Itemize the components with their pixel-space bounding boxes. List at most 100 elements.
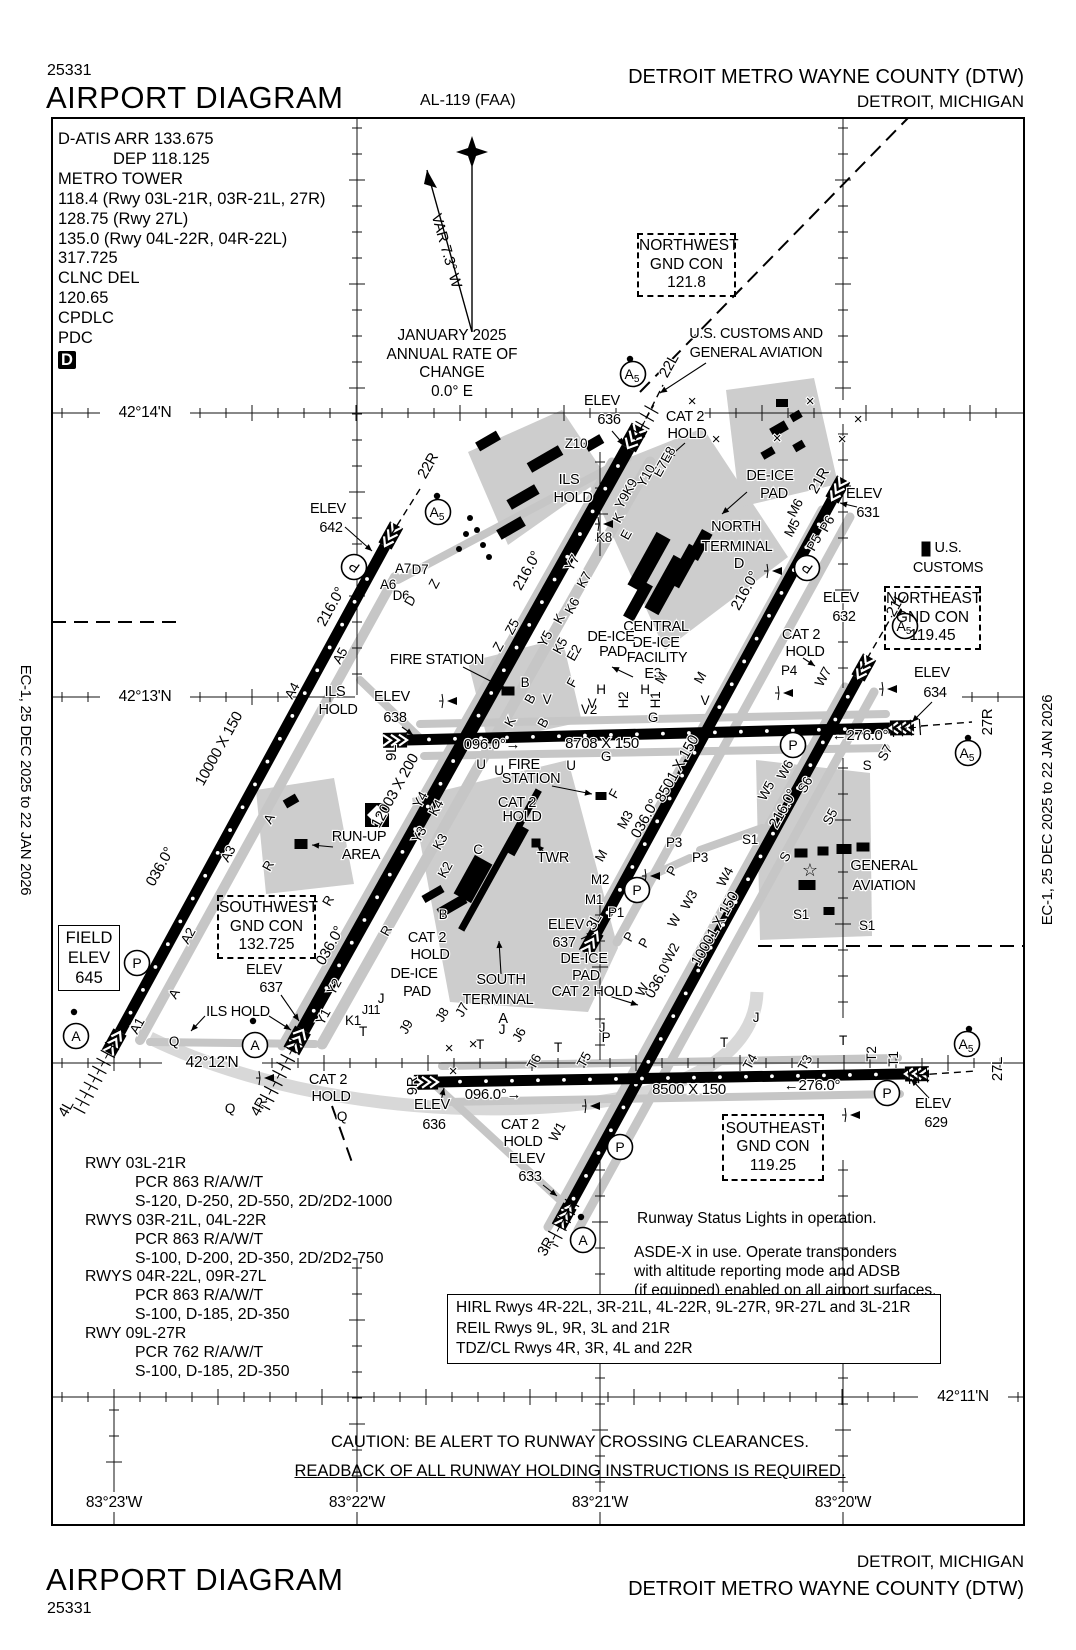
map-label--: ×: [806, 393, 814, 410]
chevron: [390, 733, 401, 747]
map-label-27R: 27R: [979, 708, 996, 735]
map-label-DE-ICE: DE-ICE: [746, 468, 794, 484]
approach-light-bar: [543, 1238, 559, 1248]
map-label-8708-X-150: 8708 X 150: [565, 735, 639, 752]
taxiway: [543, 682, 850, 1232]
symbol-circle: [619, 360, 647, 388]
map-frame: [51, 117, 1025, 1526]
runway-data-line: PCR 762 R/A/W/T: [135, 1344, 264, 1362]
chevron: [398, 733, 409, 747]
approach-light-bar: [916, 1067, 920, 1084]
building: [921, 541, 931, 557]
runway-centerline-dot: [609, 733, 613, 737]
runway-centerline-dot: [165, 942, 170, 947]
runway-centerline-dot: [667, 796, 672, 801]
northeast-gnd-con-box: NORTHEAST GND CON 119.45: [884, 586, 981, 650]
map-label-27L: 27L: [989, 1057, 1006, 1081]
map-label-J: J: [599, 1020, 605, 1035]
approach-light-bar: [75, 1097, 90, 1106]
map-label-3R: 3R: [534, 1234, 558, 1259]
runway-centerline-dot: [588, 1077, 592, 1082]
approach-light-bar: [87, 1073, 103, 1083]
symbol-circle: [793, 554, 821, 582]
approach-light-bar: [630, 428, 646, 438]
runway-centerline-dot: [833, 717, 838, 722]
approach-light-bar: [100, 1049, 116, 1059]
taxiway: [696, 824, 766, 854]
runway-centerline-dot: [324, 986, 329, 990]
gnd-con-area: SOUTHWEST: [219, 899, 319, 917]
field-elevation-box: FIELD ELEV 645: [58, 925, 120, 991]
holding-point-symbol-P: P: [873, 1079, 901, 1107]
caution-note: CAUTION: BE ALERT TO RUNWAY CROSSING CLE…: [220, 1428, 920, 1486]
comm-line: CPDLC: [58, 309, 114, 328]
comm-line: CLNC DEL: [58, 269, 140, 288]
light-beacon-icon: [439, 693, 457, 709]
map-label-HOLD: HOLD: [502, 809, 541, 825]
airport-name: DETROIT METRO WAYNE COUNTY (DTW): [628, 66, 1024, 88]
map-label-PAD: PAD: [572, 968, 600, 984]
beacon-ray: [777, 685, 780, 694]
leader-arrowhead: [364, 544, 372, 551]
map-label-S1: S1: [742, 832, 758, 847]
runway-lighting-box: HIRL Rwys 4R-22L, 3R-21L, 4L-22R, 9L-27R…: [447, 1294, 941, 1364]
gnd-con-area: NORTHWEST: [639, 237, 739, 255]
building: [817, 846, 829, 856]
symbol-circle: [606, 1133, 634, 1161]
approach-light-symbol-A: A: [569, 1213, 597, 1254]
map-label--: ×: [773, 430, 781, 447]
runway-centerline-dot: [729, 682, 734, 687]
chevron: [382, 734, 393, 747]
runway-centerline-dot: [427, 737, 431, 742]
symbol-dot: [249, 1017, 257, 1025]
runway-centerline-dot: [822, 1073, 826, 1078]
apron-area: [468, 410, 606, 545]
runway-threshold-chevrons: [382, 732, 409, 748]
map-label-P1: P1: [608, 905, 624, 920]
map-label-Z: Z: [426, 577, 443, 591]
map-label-U: U: [566, 758, 575, 773]
beacon-ray: [644, 868, 647, 877]
beacon-cone: [783, 689, 793, 697]
map-label-W1: W1: [546, 1120, 569, 1144]
symbol-circle: [241, 1031, 269, 1059]
map-label-T2: T2: [864, 1046, 879, 1061]
symbol-letter: P: [615, 1139, 624, 1155]
building: [627, 531, 671, 593]
building: [436, 894, 468, 918]
runway-centerline-dot: [666, 1076, 670, 1080]
runway-centerline-dot: [630, 865, 635, 869]
map-label-T: T: [476, 1037, 484, 1052]
map-label-P3: P3: [692, 850, 708, 865]
runway-centerline-dot: [265, 759, 270, 764]
map-label-HOLD: HOLD: [503, 1134, 542, 1150]
map-label-E8: E8: [658, 444, 679, 465]
symbol-dot: [895, 607, 903, 615]
light-beacon-icon: [764, 563, 782, 579]
symbol-dot: [965, 1025, 973, 1033]
runway-centerline-dot: [616, 464, 620, 468]
runway-centerline-dot: [302, 691, 307, 696]
runway-centerline-dot: [603, 486, 608, 491]
chevron: [580, 944, 592, 956]
map-label-ELEV: ELEV: [509, 1151, 546, 1167]
map-label-U: U: [476, 757, 485, 772]
map-label-HOLD: HOLD: [785, 644, 824, 660]
map-label-V: V: [543, 692, 552, 707]
map-label-J8: J8: [432, 1005, 452, 1024]
comm-line: 317.725: [58, 249, 118, 268]
map-label-AREA: AREA: [342, 847, 381, 863]
runway-centerline-dot: [658, 1037, 663, 1041]
runway-centerline-dot: [510, 1078, 514, 1083]
chevron: [837, 476, 849, 488]
symbol-circle: [623, 876, 651, 904]
map-label-G: G: [601, 749, 611, 764]
runway-centerline-dot: [375, 895, 380, 900]
gnd-con-label: GND CON: [649, 255, 724, 273]
light-beacon-icon: [879, 681, 897, 697]
beacon-dot: [474, 527, 480, 533]
field-elev-label: FIELD: [65, 929, 113, 947]
map-label-H: H: [640, 682, 649, 697]
holding-point-symbol-P: P: [606, 1133, 634, 1161]
